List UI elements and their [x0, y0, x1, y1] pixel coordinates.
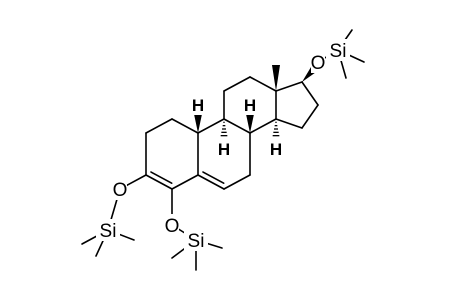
atom-si3-label-mask: [96, 219, 120, 241]
bond-c13-methyl-wedge: [272, 65, 280, 91]
bond-h10-wedge: [194, 114, 202, 133]
bond-c3-c4-double: [150, 171, 173, 184]
bond-c1-c2: [145, 118, 173, 134]
atom-h8-label-mask: [243, 93, 257, 115]
atom-h10-label-mask: [191, 93, 205, 115]
bond-c16-c17: [301, 81, 319, 106]
bond-h9-hash: [220, 121, 228, 140]
atom-h14-label: H: [270, 140, 282, 159]
bond-h8-wedge: [246, 114, 254, 133]
bond-c8-c9: [223, 118, 251, 134]
bond-c6-c7: [223, 174, 251, 190]
atom-h10-label: H: [192, 96, 204, 115]
bond-h14-hash: [272, 121, 280, 140]
bond-c17-c13: [275, 81, 303, 92]
bond-c14-c15: [275, 118, 303, 129]
bond-c5-c6: [197, 174, 225, 190]
atom-si17-label: Si: [330, 41, 347, 62]
bond-c15-c16: [301, 104, 319, 129]
atom-si17-label-mask: [326, 39, 350, 61]
atom-h14-label-mask: [269, 137, 283, 159]
atom-o4-label-mask: [165, 214, 179, 236]
atom-o3-label: O: [113, 180, 128, 201]
atom-o17-label: O: [311, 53, 326, 74]
bond-c10-c1: [171, 118, 199, 134]
atom-si3-label: Si: [100, 221, 117, 242]
atom-h9-label-mask: [217, 137, 231, 159]
bond-c3-c4: [145, 174, 173, 190]
bond-c4-c5: [171, 174, 199, 190]
bond-c12-c13: [249, 76, 277, 92]
atom-si4-label-mask: [184, 229, 208, 251]
bond-c11-c12: [223, 76, 251, 92]
atom-o17-label-mask: [311, 51, 325, 73]
atom-h8-label: H: [244, 96, 256, 115]
bond-c14-c8: [249, 118, 277, 134]
atom-h9-label: H: [218, 140, 230, 159]
bond-c5-c6-double: [202, 171, 225, 184]
atom-o3-label-mask: [113, 178, 127, 200]
bond-c9-c10: [197, 118, 225, 134]
atom-si4-label: Si: [188, 231, 205, 252]
atom-o4-label: O: [165, 216, 180, 237]
